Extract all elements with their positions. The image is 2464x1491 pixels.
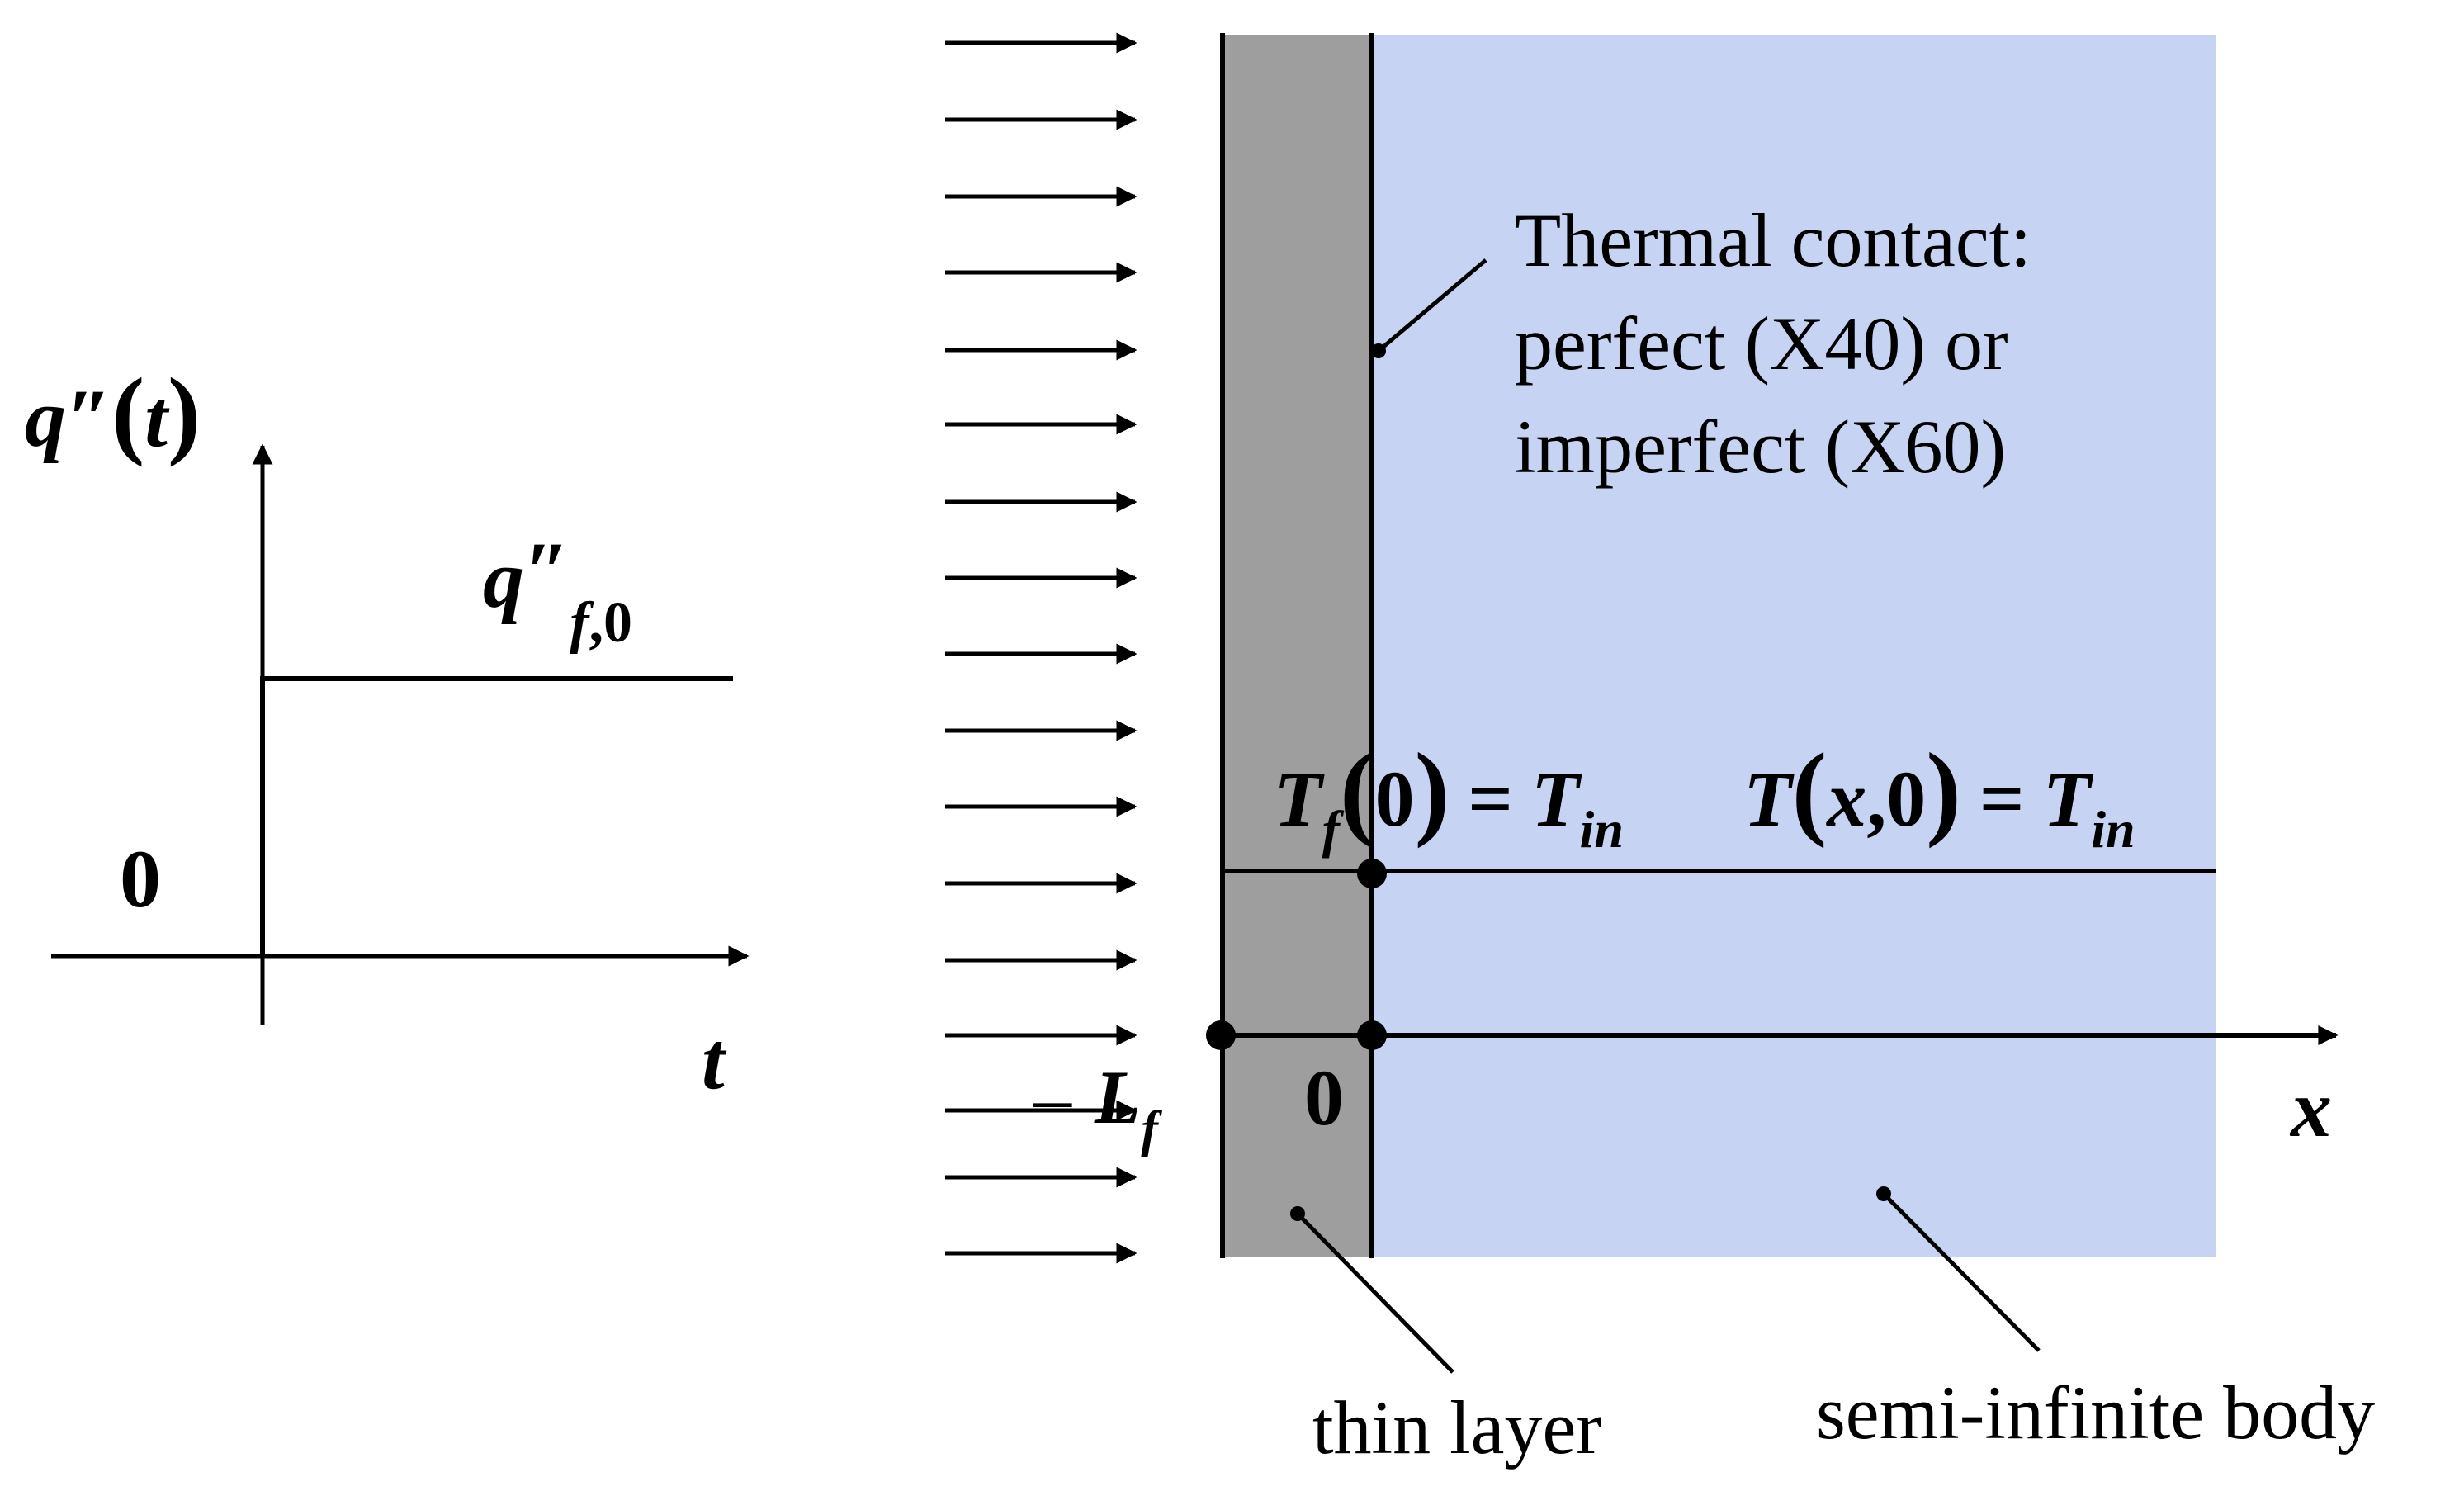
t-label: t	[702, 1015, 727, 1106]
layer-diagram: Thermal contact: perfect (X40) or imperf…	[945, 32, 2375, 1470]
semi-infinite-label: semi-infinite body	[1816, 1370, 2375, 1455]
body-initial-condition: T(x,0)=Tin	[1743, 731, 2135, 859]
minus-lf-label: –Lf	[1033, 1055, 1162, 1157]
contact-dot	[1371, 343, 1386, 358]
layer-initial-condition: Tf(0)=Tin	[1274, 731, 1624, 859]
step-flux-curve	[260, 676, 733, 956]
origin-label: 0	[1304, 1053, 1344, 1142]
origin-dot	[1357, 1020, 1387, 1050]
interface-temperature-dot	[1357, 859, 1387, 888]
body-leader	[1882, 1192, 2041, 1352]
thin-layer-label: thin layer	[1312, 1385, 1601, 1470]
q-axis-label: q″(t)	[25, 357, 201, 467]
step-level-label: q″f,0	[483, 525, 632, 655]
thin-layer-leader	[1296, 1212, 1454, 1374]
minus-lf-dot	[1206, 1020, 1236, 1050]
contact-leader-line	[1377, 258, 1487, 353]
contact-note: Thermal contact: perfect (X40) or imperf…	[1515, 198, 2050, 489]
flux-time-plot: q″(t) q″f,0 0 t	[25, 357, 750, 1106]
contact-note-line3: imperfect (X60)	[1515, 405, 2006, 489]
thin-layer-region	[1222, 35, 1372, 1257]
contact-note-line1: Thermal contact:	[1515, 198, 2031, 282]
semi-infinite-body-region	[1372, 35, 2216, 1257]
x-axis-label: x	[2289, 1063, 2332, 1154]
incident-heat-flux-arrows	[945, 32, 1137, 1264]
contact-note-line2: perfect (X40) or	[1515, 301, 2008, 386]
zero-label: 0	[120, 833, 161, 925]
